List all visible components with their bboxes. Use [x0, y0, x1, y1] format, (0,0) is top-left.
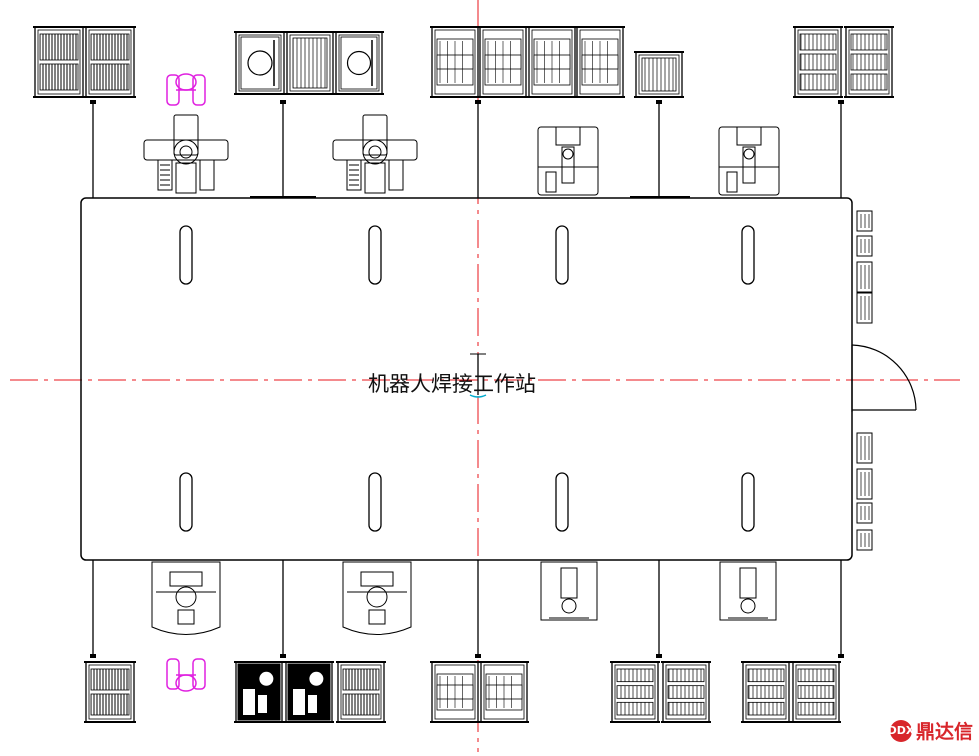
post-cap-bottom: [475, 654, 481, 658]
post-cap-bottom: [656, 654, 662, 658]
operator-figure-top: [166, 73, 206, 106]
fixture-slot: [741, 225, 755, 285]
post-cap-bottom: [838, 654, 844, 658]
material-rack: [793, 26, 843, 98]
welding-robot: [719, 561, 777, 621]
material-rack: [661, 661, 711, 723]
material-rack: [479, 661, 529, 723]
material-rack: [575, 26, 625, 98]
material-rack: [284, 661, 334, 723]
side-cabinets: [856, 210, 873, 551]
fixture-slot: [368, 472, 382, 532]
welding-robot: [537, 126, 599, 196]
fixture-slot: [179, 225, 193, 285]
post-cap-top: [90, 100, 96, 104]
material-racks: [33, 26, 894, 723]
material-rack: [33, 26, 85, 98]
side-cabinet: [856, 210, 873, 232]
material-rack: [84, 661, 136, 723]
side-cabinet: [856, 468, 873, 500]
brand-logo: DDX 鼎达信: [888, 717, 973, 744]
logo-text: 鼎达信: [915, 721, 973, 743]
center-marker: [469, 353, 487, 398]
welding-robot: [332, 114, 418, 194]
fixture-slot: [555, 472, 569, 532]
side-cabinet: [856, 502, 873, 524]
welding-robot: [342, 561, 412, 635]
welding-robot: [143, 114, 229, 194]
post-cap-top: [475, 100, 481, 104]
welding-robot: [718, 126, 780, 196]
material-rack: [478, 26, 528, 98]
robots: [143, 114, 780, 635]
material-rack: [430, 661, 480, 723]
fixture-slot: [179, 472, 193, 532]
material-rack: [234, 661, 284, 723]
material-rack: [844, 26, 894, 98]
post-cap-top: [838, 100, 844, 104]
material-rack: [334, 31, 384, 95]
material-rack: [285, 31, 335, 95]
fixture-slots: [179, 225, 755, 532]
material-rack: [634, 51, 684, 98]
fence-posts: [90, 100, 844, 658]
fixture-slot: [368, 225, 382, 285]
material-rack: [791, 661, 841, 723]
side-cabinet: [856, 235, 873, 257]
material-rack: [234, 31, 286, 95]
material-rack: [610, 661, 660, 723]
post-cap-bottom: [280, 654, 286, 658]
operator-figure-bottom: [166, 658, 206, 692]
side-cabinet: [856, 432, 873, 464]
post-cap-top: [280, 100, 286, 104]
post-cap-bottom: [90, 654, 96, 658]
material-rack: [741, 661, 791, 723]
fixture-slot: [555, 225, 569, 285]
post-cap-top: [656, 100, 662, 104]
station-title: 机器人焊接工作站: [368, 372, 536, 396]
material-rack: [527, 26, 577, 98]
welding-robot: [540, 561, 598, 621]
material-rack: [336, 661, 386, 723]
side-cabinet: [856, 292, 873, 324]
welding-robot: [151, 561, 221, 635]
fixture-slot: [741, 472, 755, 532]
side-cabinet: [856, 261, 873, 293]
door-swing: [851, 344, 917, 412]
material-rack: [84, 26, 136, 98]
side-cabinet: [856, 529, 873, 551]
logo-mark-icon: DDX: [888, 719, 914, 742]
material-rack: [430, 26, 480, 98]
